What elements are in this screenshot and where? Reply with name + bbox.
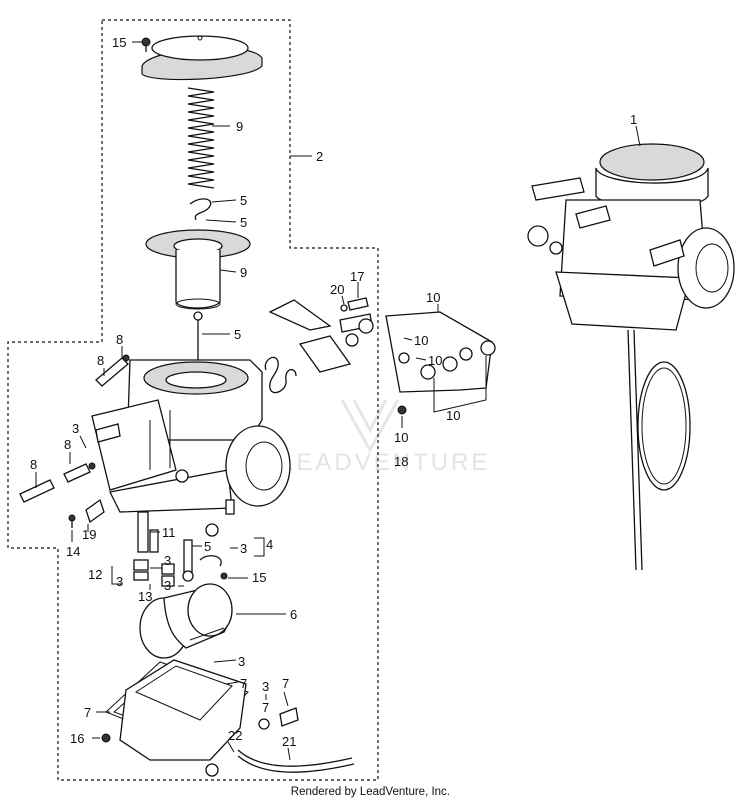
screw-15-top	[141, 37, 151, 52]
screw-16	[101, 733, 111, 743]
complete-carburetor	[527, 143, 735, 571]
callout-15-jet: 15	[252, 570, 266, 585]
carburetor-body	[91, 359, 291, 515]
callout-19: 19	[82, 527, 96, 542]
top-cover	[141, 35, 263, 81]
callout-3-b: 3	[164, 553, 171, 568]
throttle-linkage-parts	[268, 297, 374, 373]
callout-11: 11	[162, 525, 176, 540]
leader-lines	[35, 41, 641, 761]
callout-8-d: 8	[30, 457, 37, 472]
callout-10-a: 10	[426, 290, 440, 305]
callout-labels: 15 9 2 5 5 9 5 8 8 8 8 3 14 19 11 5 3 4 …	[30, 35, 637, 749]
callout-10-c: 10	[428, 353, 442, 368]
callout-5-jet: 5	[204, 539, 211, 554]
callout-6-float: 6	[290, 607, 297, 622]
callout-10-b: 10	[414, 333, 428, 348]
callout-3-c: 3	[164, 578, 171, 593]
idle-screw-set-lower	[19, 462, 96, 503]
bracket-19	[85, 498, 105, 524]
idle-screw-set-upper	[95, 354, 130, 387]
drain-screw	[258, 707, 299, 730]
callout-1-carburetor: 1	[630, 112, 637, 127]
callout-7-bowl: 7	[84, 705, 91, 720]
assembly-2-boundary	[7, 19, 379, 781]
callout-10-d: 10	[446, 408, 460, 423]
callout-5-clip-a: 5	[240, 193, 247, 208]
callout-20: 20	[330, 282, 344, 297]
callout-8-c: 8	[64, 437, 71, 452]
callout-7-drain-b: 7	[282, 676, 289, 691]
rendered-by-footer: Rendered by LeadVenture, Inc.	[290, 786, 450, 798]
float-bowl	[119, 659, 247, 777]
callout-3-drain: 3	[262, 679, 269, 694]
callout-14: 14	[66, 544, 80, 559]
callout-2-assembly: 2	[316, 149, 323, 164]
callout-13: 13	[138, 589, 152, 604]
callout-5-clip-b: 5	[240, 215, 247, 230]
screw-14	[68, 514, 76, 528]
drain-tube	[237, 749, 355, 773]
callout-21: 21	[282, 734, 296, 749]
callout-16: 16	[70, 731, 84, 746]
choke-bracket	[385, 311, 496, 415]
callout-18: 18	[394, 454, 408, 469]
clip	[189, 198, 212, 221]
throttle-spring	[264, 356, 297, 394]
callout-5-needle: 5	[234, 327, 241, 342]
callout-17: 17	[350, 269, 364, 284]
callout-3-a: 3	[116, 574, 123, 589]
spring	[187, 87, 215, 189]
leadventure-watermark: LEADVENTURE	[280, 399, 490, 476]
callout-22: 22	[228, 728, 242, 743]
callout-8-b: 8	[97, 353, 104, 368]
callout-9-spring: 9	[236, 119, 243, 134]
callout-12: 12	[88, 567, 102, 582]
jet-assembly	[133, 511, 228, 587]
float	[139, 583, 233, 659]
callout-7-gasket: 7	[240, 676, 247, 691]
callout-3-bowl: 3	[238, 654, 245, 669]
callout-8-a: 8	[116, 332, 123, 347]
callout-3-jet: 3	[240, 541, 247, 556]
watermark-text: LEADVENTURE	[280, 449, 490, 476]
callout-4: 4	[266, 537, 273, 552]
callout-3-body: 3	[72, 421, 79, 436]
callout-10-e: 10	[394, 430, 408, 445]
callout-9-diaphragm: 9	[240, 265, 247, 280]
diaphragm-piston	[145, 229, 251, 310]
callout-7-drain-a: 7	[262, 700, 269, 715]
callout-15-top: 15	[112, 35, 126, 50]
